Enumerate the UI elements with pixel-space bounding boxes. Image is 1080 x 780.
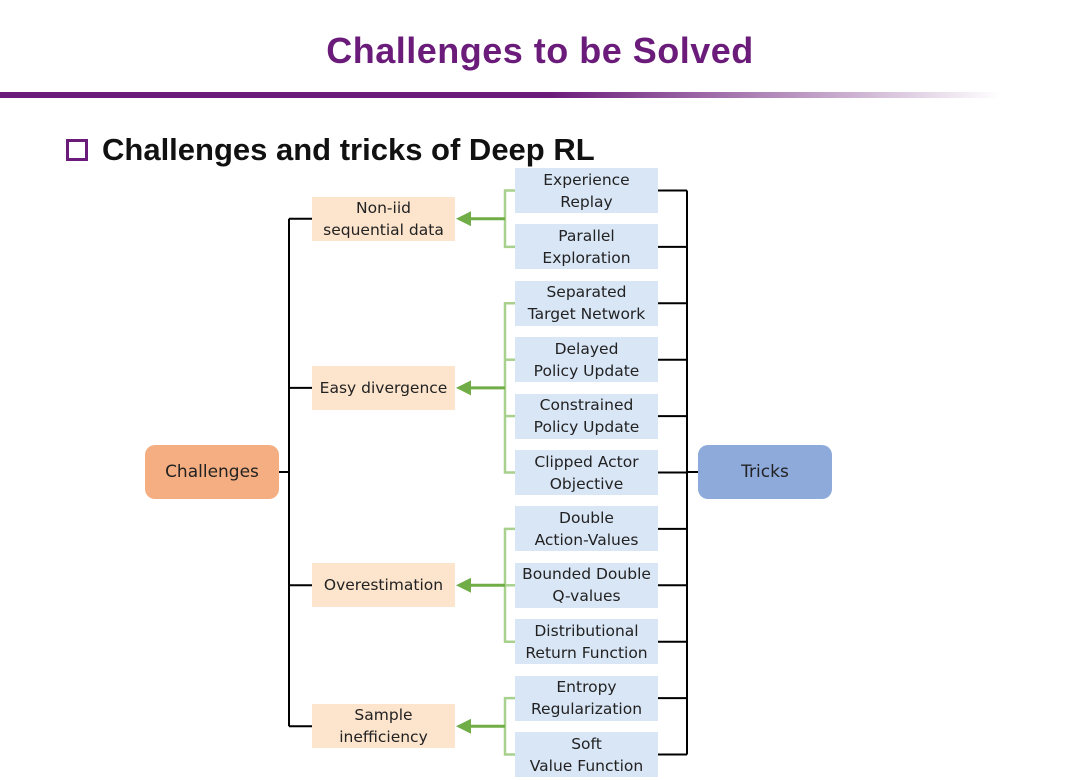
bullet-text: Challenges and tricks of Deep RL bbox=[102, 132, 595, 167]
trick-node: Double Action-Values bbox=[515, 506, 658, 552]
trick-node: Experience Replay bbox=[515, 168, 658, 213]
challenge-category-node: Easy divergence bbox=[312, 365, 455, 410]
trick-node: Soft Value Function bbox=[515, 732, 658, 777]
trick-node: Distributional Return Function bbox=[515, 619, 658, 665]
square-bullet-icon bbox=[66, 139, 88, 161]
trick-node: Clipped Actor Objective bbox=[515, 450, 658, 495]
group-bracket bbox=[503, 189, 515, 249]
trick-node: Parallel Exploration bbox=[515, 224, 658, 270]
group-bracket bbox=[503, 302, 515, 474]
trick-node: Bounded Double Q-values bbox=[515, 562, 658, 608]
group-bracket bbox=[503, 696, 515, 756]
challenge-category-node: Sample inefficiency bbox=[312, 704, 455, 749]
bullet-heading: Challenges and tricks of Deep RL bbox=[66, 128, 595, 172]
trick-node: Constrained Policy Update bbox=[515, 393, 658, 439]
challenge-category-node: Non-iid sequential data bbox=[312, 196, 455, 241]
tricks-root-node: Tricks bbox=[698, 445, 832, 499]
challenges-root-node: Challenges bbox=[145, 445, 279, 499]
trick-node: Separated Target Network bbox=[515, 280, 658, 326]
trick-node: Entropy Regularization bbox=[515, 675, 658, 721]
slide-title: Challenges to be Solved bbox=[326, 30, 754, 71]
trick-node: Delayed Policy Update bbox=[515, 337, 658, 383]
title-underline bbox=[0, 92, 1000, 98]
challenge-category-node: Overestimation bbox=[312, 563, 455, 608]
